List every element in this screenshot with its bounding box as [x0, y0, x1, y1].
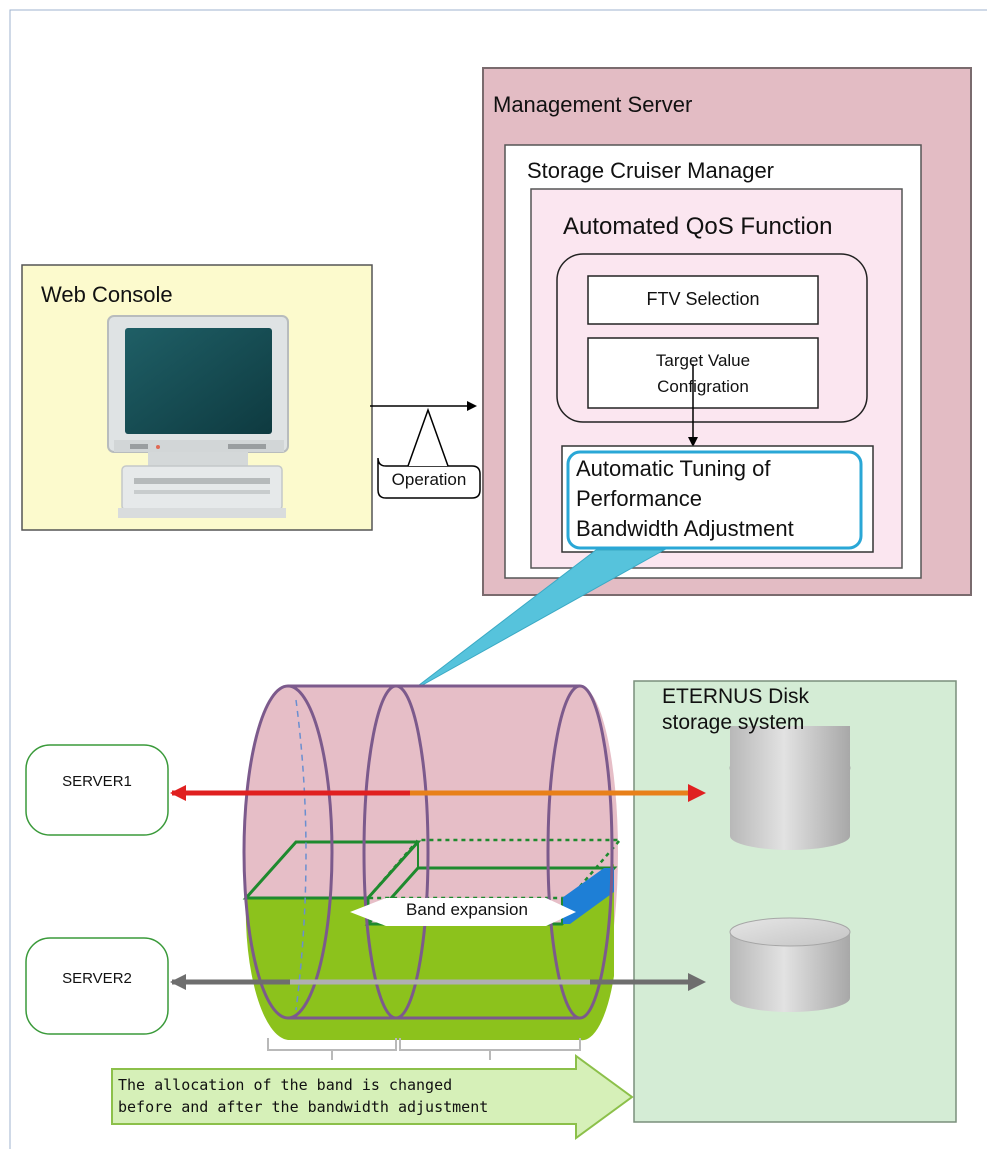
lower-disk-cylinder: [730, 726, 850, 808]
tuning-label-line3: Bandwidth Adjustment: [576, 516, 794, 541]
operation-bubble-pointer: [407, 407, 449, 467]
operation-bubble: [377, 457, 481, 499]
band-expansion-label: Band expansion: [406, 900, 528, 919]
tuning-box: [566, 450, 863, 550]
storage-title-line1: ETERNUS Disk: [662, 685, 810, 708]
server2-box: [25, 937, 169, 1035]
lower-disk-visual: [729, 917, 851, 1012]
note-line1: The allocation of the band is changed: [118, 1076, 453, 1094]
band-expansion-label-bg: [350, 898, 576, 926]
note-line2: before and after the bandwidth adjustmen…: [118, 1098, 489, 1116]
tuning-callout: [409, 549, 666, 693]
outer-frame: [9, 9, 987, 1149]
storage-cruiser-title: Storage Cruiser Manager: [527, 158, 775, 183]
qos-function-title: Automated QoS Function: [563, 213, 833, 240]
ftv-selection-label: FTV Selection: [646, 289, 760, 309]
computer-icon: [107, 315, 289, 518]
bandwidth-pipe: [242, 684, 623, 1041]
web-console-title: Web Console: [41, 282, 173, 307]
note-arrow: [111, 1054, 634, 1140]
brace-before: [267, 1038, 397, 1060]
server2-label: SERVER2: [62, 970, 132, 987]
server2-arrowhead-left: [170, 974, 186, 990]
tuning-label-line2: Performance: [576, 486, 702, 511]
server1-arrowhead-right: [688, 784, 706, 802]
target-value-label-line1: Target Value: [655, 351, 751, 370]
band-expansion-fill: [562, 868, 614, 924]
server2-arrowhead-right: [688, 973, 706, 991]
ftv-selection-box: [587, 275, 819, 325]
server1-label: SERVER1: [62, 773, 132, 790]
tuning-label-line1: Automatic Tuning of: [576, 456, 771, 481]
band-expansion-outline: [365, 838, 623, 900]
management-server-title: Management Server: [493, 92, 693, 117]
storage-title-line2: storage system: [662, 711, 805, 734]
server1-arrowhead-left: [170, 785, 186, 801]
operation-label: Operation: [391, 470, 467, 489]
target-value-box: [587, 337, 819, 409]
server1-box: [25, 744, 169, 836]
brace-after: [399, 1038, 581, 1060]
target-value-label-line2: Configration: [657, 377, 749, 396]
